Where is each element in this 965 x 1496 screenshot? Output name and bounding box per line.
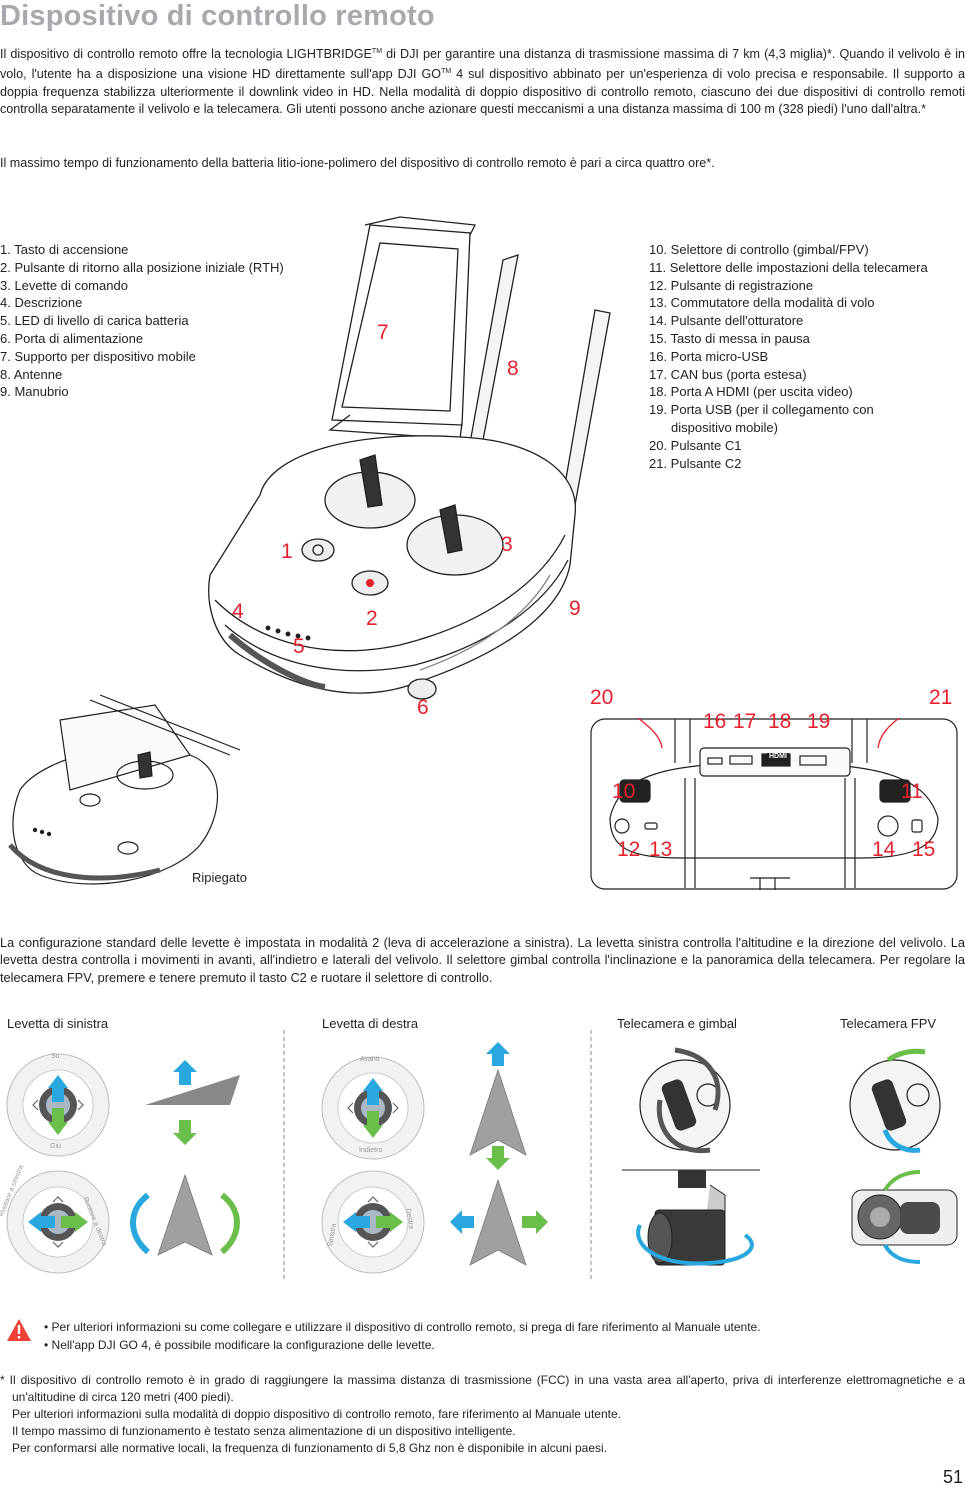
hdmi-port-label: HDMI — [767, 753, 789, 760]
label-forward: Avanti — [360, 1056, 380, 1063]
warning-icon — [7, 1319, 31, 1341]
list-item: 21. Pulsante C2 — [649, 455, 742, 471]
list-item: 14. Pulsante dell'otturatore — [649, 313, 804, 329]
section-camera-fpv: Telecamera FPV — [840, 1016, 937, 1031]
callout-10: 10 — [612, 780, 636, 803]
callout-2: 2 — [366, 607, 378, 630]
callout-7: 7 — [377, 321, 389, 344]
divider — [283, 1030, 285, 1282]
callout-17: 17 — [733, 710, 757, 733]
footnote-line: Per conformarsi alle normative locali, l… — [12, 1441, 608, 1455]
list-item: • Nell'app DJI GO 4, è possibile modific… — [44, 1338, 435, 1352]
callout-5: 5 — [293, 635, 305, 658]
label-backward: Indietro — [359, 1147, 383, 1154]
list-item: 7. Supporto per dispositivo mobile — [0, 348, 196, 364]
footnote-line: * Il dispositivo di controllo remoto è i… — [0, 1373, 965, 1404]
footnote-line: Per ulteriori informazioni sulla modalit… — [12, 1407, 621, 1421]
divider — [590, 1030, 592, 1282]
footnote-line: Il tempo massimo di funzionamento è test… — [12, 1424, 516, 1438]
folded-controller-illustration — [8, 694, 241, 885]
list-item: 19. Porta USB (per il collegamento con — [649, 402, 874, 418]
list-item: 9. Manubrio — [0, 384, 69, 400]
footnote: * Il dispositivo di controllo remoto è i… — [0, 1372, 965, 1457]
list-item: 17. CAN bus (porta estesa) — [649, 366, 807, 382]
callout-15: 15 — [912, 838, 936, 861]
callout-21: 21 — [929, 686, 953, 709]
list-item: 12. Pulsante di registrazione — [649, 277, 814, 293]
list-item: 13. Commutatore della modalità di volo — [649, 295, 875, 311]
parts-list-left: 1. Tasto di accensione 2. Pulsante di ri… — [0, 241, 284, 401]
callout-4: 4 — [232, 600, 244, 623]
back-panel-illustration — [590, 718, 958, 890]
list-item: 5. LED di livello di carica batteria — [0, 313, 189, 329]
callout-3: 3 — [501, 533, 513, 556]
list-item: 16. Porta micro-USB — [649, 348, 769, 364]
section-left-stick: Levetta di sinistra — [7, 1016, 109, 1031]
list-item: 4. Descrizione — [0, 295, 83, 311]
battery-paragraph: Il massimo tempo di funzionamento della … — [0, 156, 715, 170]
list-item: 2. Pulsante di ritorno alla posizione in… — [0, 259, 284, 275]
callout-13: 13 — [649, 838, 673, 861]
section-camera-gimbal: Telecamera e gimbal — [617, 1016, 737, 1031]
section-right-stick: Levetta di destra — [322, 1016, 419, 1031]
list-item: 8. Antenne — [0, 366, 63, 382]
intro-paragraph: Il dispositivo di controllo remoto offre… — [0, 47, 965, 116]
callout-8: 8 — [507, 357, 519, 380]
list-item: 18. Porta A HDMI (per uscita video) — [649, 384, 853, 400]
callout-14: 14 — [872, 838, 896, 861]
page-number: 51 — [942, 1467, 963, 1487]
camera-control-diagrams — [622, 1047, 958, 1266]
warning-list: • Per ulteriori informazioni su come col… — [44, 1318, 761, 1354]
callout-6: 6 — [417, 696, 429, 719]
list-item: 15. Tasto di messa in pausa — [649, 330, 810, 346]
page-title: Dispositivo di controllo remoto — [0, 0, 435, 32]
list-item: 1. Tasto di accensione — [0, 242, 129, 257]
label-up: Su — [51, 1053, 60, 1060]
callout-1: 1 — [281, 540, 293, 563]
callout-18: 18 — [768, 710, 792, 733]
list-item: 11. Selettore delle impostazioni della t… — [649, 259, 928, 275]
remote-controller-illustration — [208, 216, 611, 700]
callout-16: 16 — [703, 710, 727, 733]
list-item: dispositivo mobile) — [671, 419, 778, 435]
callout-9: 9 — [569, 597, 581, 620]
callout-20: 20 — [590, 686, 614, 709]
parts-list-right: 10. Selettore di controllo (gimbal/FPV) … — [649, 241, 928, 472]
list-item: 20. Pulsante C1 — [649, 437, 742, 453]
callout-19: 19 — [807, 710, 831, 733]
folded-label: Ripiegato — [192, 870, 247, 885]
config-paragraph: La configurazione standard delle levette… — [0, 935, 965, 985]
label-down: Giù — [50, 1143, 61, 1150]
list-item: 10. Selettore di controllo (gimbal/FPV) — [649, 242, 869, 257]
stick-diagrams — [6, 1042, 548, 1274]
callout-12: 12 — [617, 838, 641, 861]
list-item: • Per ulteriori informazioni su come col… — [44, 1320, 761, 1334]
list-item: 6. Porta di alimentazione — [0, 330, 144, 346]
callout-11: 11 — [901, 780, 923, 803]
list-item: 3. Levette di comando — [0, 277, 128, 293]
